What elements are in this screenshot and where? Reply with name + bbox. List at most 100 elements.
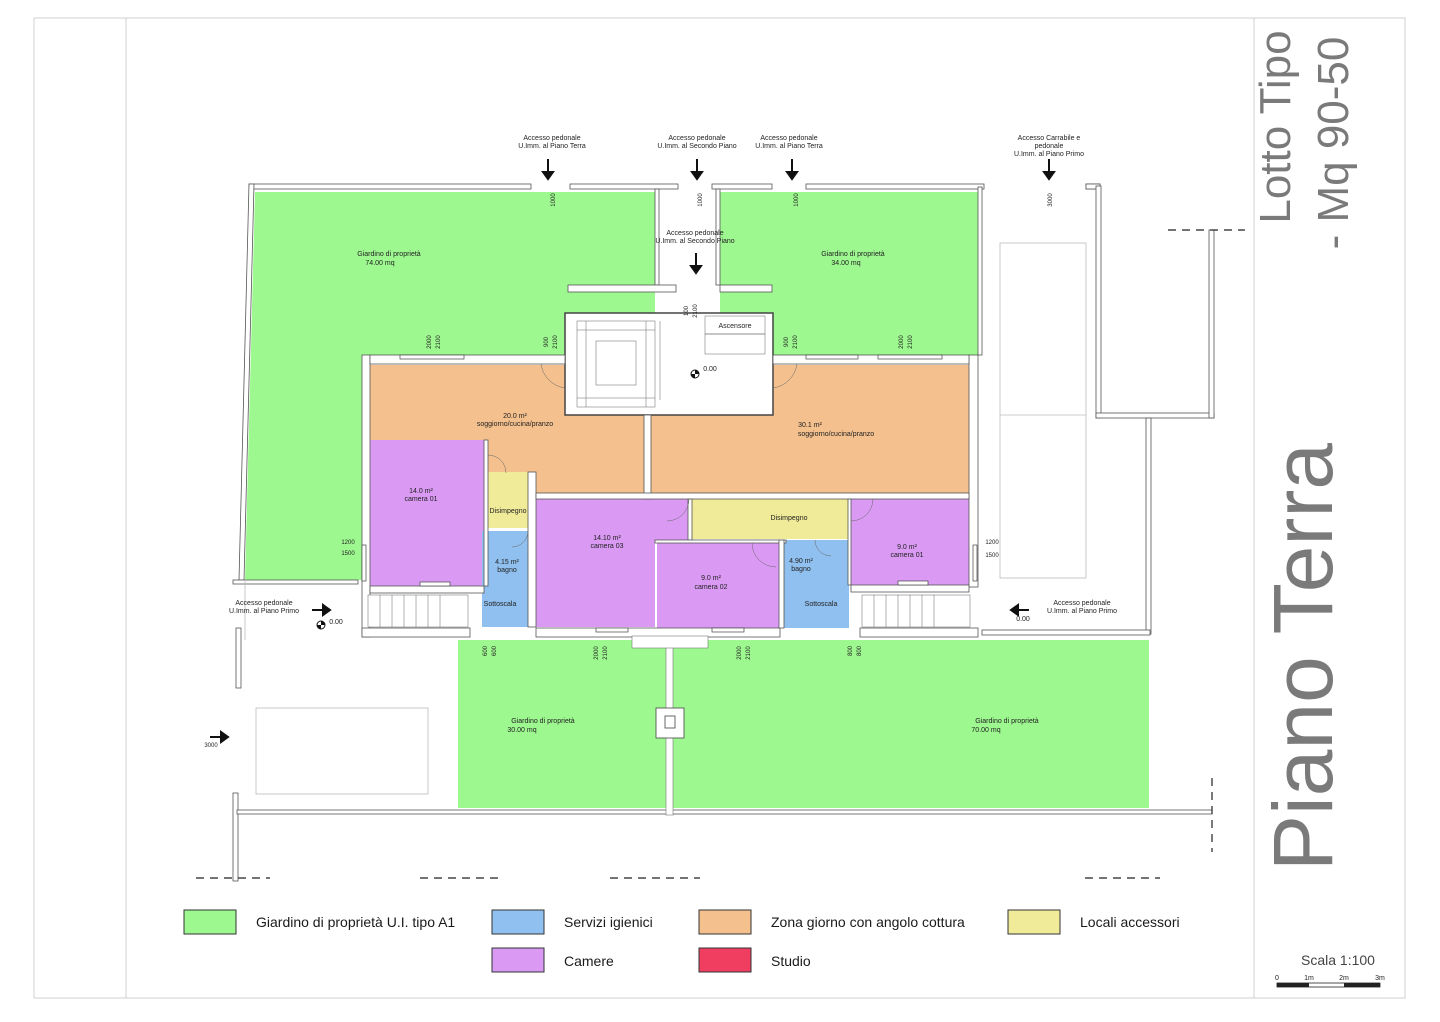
bedroom-left (370, 440, 484, 586)
dim-left-1200: 1200 (341, 540, 355, 546)
manhole-inner (664, 715, 676, 729)
legend-label-bath: Servizi igienici (564, 914, 653, 930)
access-a1-line1: Accesso pedonale (523, 135, 580, 142)
dim-south-2100a: 2100 (603, 646, 609, 660)
legend-swatch-garden (183, 909, 237, 935)
scale-label: Scala 1:100 (1301, 952, 1375, 968)
dim-door-r-2100: 2100 (793, 335, 799, 349)
garden-bottom-left (458, 640, 666, 808)
bed-left-name: camera 01 (404, 496, 437, 503)
legend-label-study: Studio (771, 953, 811, 969)
dim-south-2000b: 2000 (737, 646, 743, 660)
disimpegno-center (692, 499, 848, 539)
bath-left-name: bagno (497, 567, 517, 574)
dim-south-800a: 800 (848, 645, 854, 656)
bed-03-name: camera 03 (590, 543, 623, 550)
access-a4-line2: pedonale (1035, 143, 1064, 150)
legend-label-accessory: Locali accessori (1080, 914, 1180, 930)
level-markers (316, 369, 700, 630)
windows (361, 354, 978, 633)
bath-left (482, 531, 528, 627)
bed-left-area: 14.0 m² (409, 488, 433, 495)
bedroom-right (851, 499, 969, 585)
living-right-area: 30.1 m² (798, 422, 822, 429)
access-a5-line1: Accesso pedonale (666, 230, 723, 237)
scale-tick-1: 1m (1304, 975, 1314, 982)
access-a4-line1: Accesso Carrabile e (1018, 135, 1081, 142)
sotto-right-label: Sottoscala (805, 601, 838, 608)
access-arrows (210, 159, 1056, 744)
garden-g1-title: Giardino di proprietà (357, 251, 421, 258)
level-left: 0.00 (329, 619, 343, 626)
scale-tick-3: 3m (1375, 975, 1385, 982)
legend-label-garden: Giardino di proprietà U.I. tipo A1 (256, 914, 455, 930)
dim-access-a4: 3000 (1048, 193, 1054, 207)
legend-swatch-living (698, 909, 752, 935)
garden-g4-title: Giardino di proprietà (975, 718, 1039, 725)
dim-core-100: 100 (684, 305, 690, 316)
dim-door-l-900: 900 (544, 336, 550, 347)
walkway-landing (631, 635, 709, 649)
dim-access-a1: 1000 (551, 193, 557, 207)
scale-tick-2: 2m (1339, 975, 1349, 982)
garden-bottom-right (673, 640, 1149, 808)
legend-swatch-bath (491, 909, 545, 935)
bed-02-name: camera 02 (694, 584, 727, 591)
garden-g2-title: Giardino di proprietà (821, 251, 885, 258)
sheet-border (33, 17, 1406, 999)
dim-win-l-2000: 2000 (427, 335, 433, 349)
dim-right-1200: 1200 (985, 540, 999, 546)
dim-west-3000: 3000 (204, 743, 218, 749)
dim-south-2000a: 2000 (594, 646, 600, 660)
legend: Giardino di proprietà U.I. tipo A1 Servi… (183, 909, 1180, 973)
dim-win-l-2100: 2100 (436, 335, 442, 349)
lift-label: Ascensore (718, 323, 751, 330)
dim-south-600b: 600 (492, 645, 498, 656)
dim-win-r-2100: 2100 (908, 335, 914, 349)
bedroom-03 (536, 499, 688, 627)
legend-label-bedroom: Camere (564, 953, 614, 969)
dim-access-a3: 1000 (794, 193, 800, 207)
access-a5-line2: U.Imm. al Secondo Piano (655, 238, 734, 245)
dim-door-l-2100: 2100 (553, 335, 559, 349)
access-a7-line1: Accesso pedonale (1053, 600, 1110, 607)
legend-swatch-bedroom (491, 947, 545, 973)
dim-door-r-900: 900 (784, 336, 790, 347)
bath-right-area: 4.90 m² (789, 558, 813, 565)
level-right: 0.00 (1016, 616, 1030, 623)
title-lot: Lotto Tipo (1251, 30, 1300, 223)
access-a6-line1: Accesso pedonale (235, 600, 292, 607)
dis-left-label: Disimpegno (490, 508, 527, 515)
bed-right-name: camera 01 (890, 552, 923, 559)
access-a2-line1: Accesso pedonale (668, 135, 725, 142)
garden-g2-area: 34.00 mq (831, 260, 860, 267)
bath-right-name: bagno (791, 566, 811, 573)
garden-g3-area: 30.00 mq (507, 727, 536, 734)
sotto-left-label: Sottoscala (484, 601, 517, 608)
garden-g3-title: Giardino di proprietà (511, 718, 575, 725)
dim-right-1500: 1500 (985, 553, 999, 559)
disimpegno-left (488, 472, 528, 528)
living-left-area: 20.0 m² (503, 413, 527, 420)
access-a2-line2: U.Imm. al Secondo Piano (657, 143, 736, 150)
access-a6-line2: U.Imm. al Piano Primo (229, 608, 299, 615)
access-a1-line2: U.Imm. al Piano Terra (518, 143, 586, 150)
legend-swatch-study (698, 947, 752, 973)
bed-02-area: 9.0 m² (701, 575, 722, 582)
access-a7-line2: U.Imm. al Piano Primo (1047, 608, 1117, 615)
bath-right (784, 540, 849, 628)
bedroom-02 (657, 542, 779, 628)
access-a3-line2: U.Imm. al Piano Terra (755, 143, 823, 150)
garden-g1-area: 74.00 mq (365, 260, 394, 267)
garden-g4-area: 70.00 mq (971, 727, 1000, 734)
dim-access-a2: 1000 (698, 193, 704, 207)
scale-tick-0: 0 (1275, 975, 1279, 982)
stairs-south (367, 594, 971, 628)
dim-south-2100b: 2100 (746, 646, 752, 660)
scale-bar (1276, 982, 1381, 988)
legend-swatch-accessory (1007, 909, 1061, 935)
access-a3-line1: Accesso pedonale (760, 135, 817, 142)
bed-03-area: 14.10 m² (593, 535, 621, 542)
